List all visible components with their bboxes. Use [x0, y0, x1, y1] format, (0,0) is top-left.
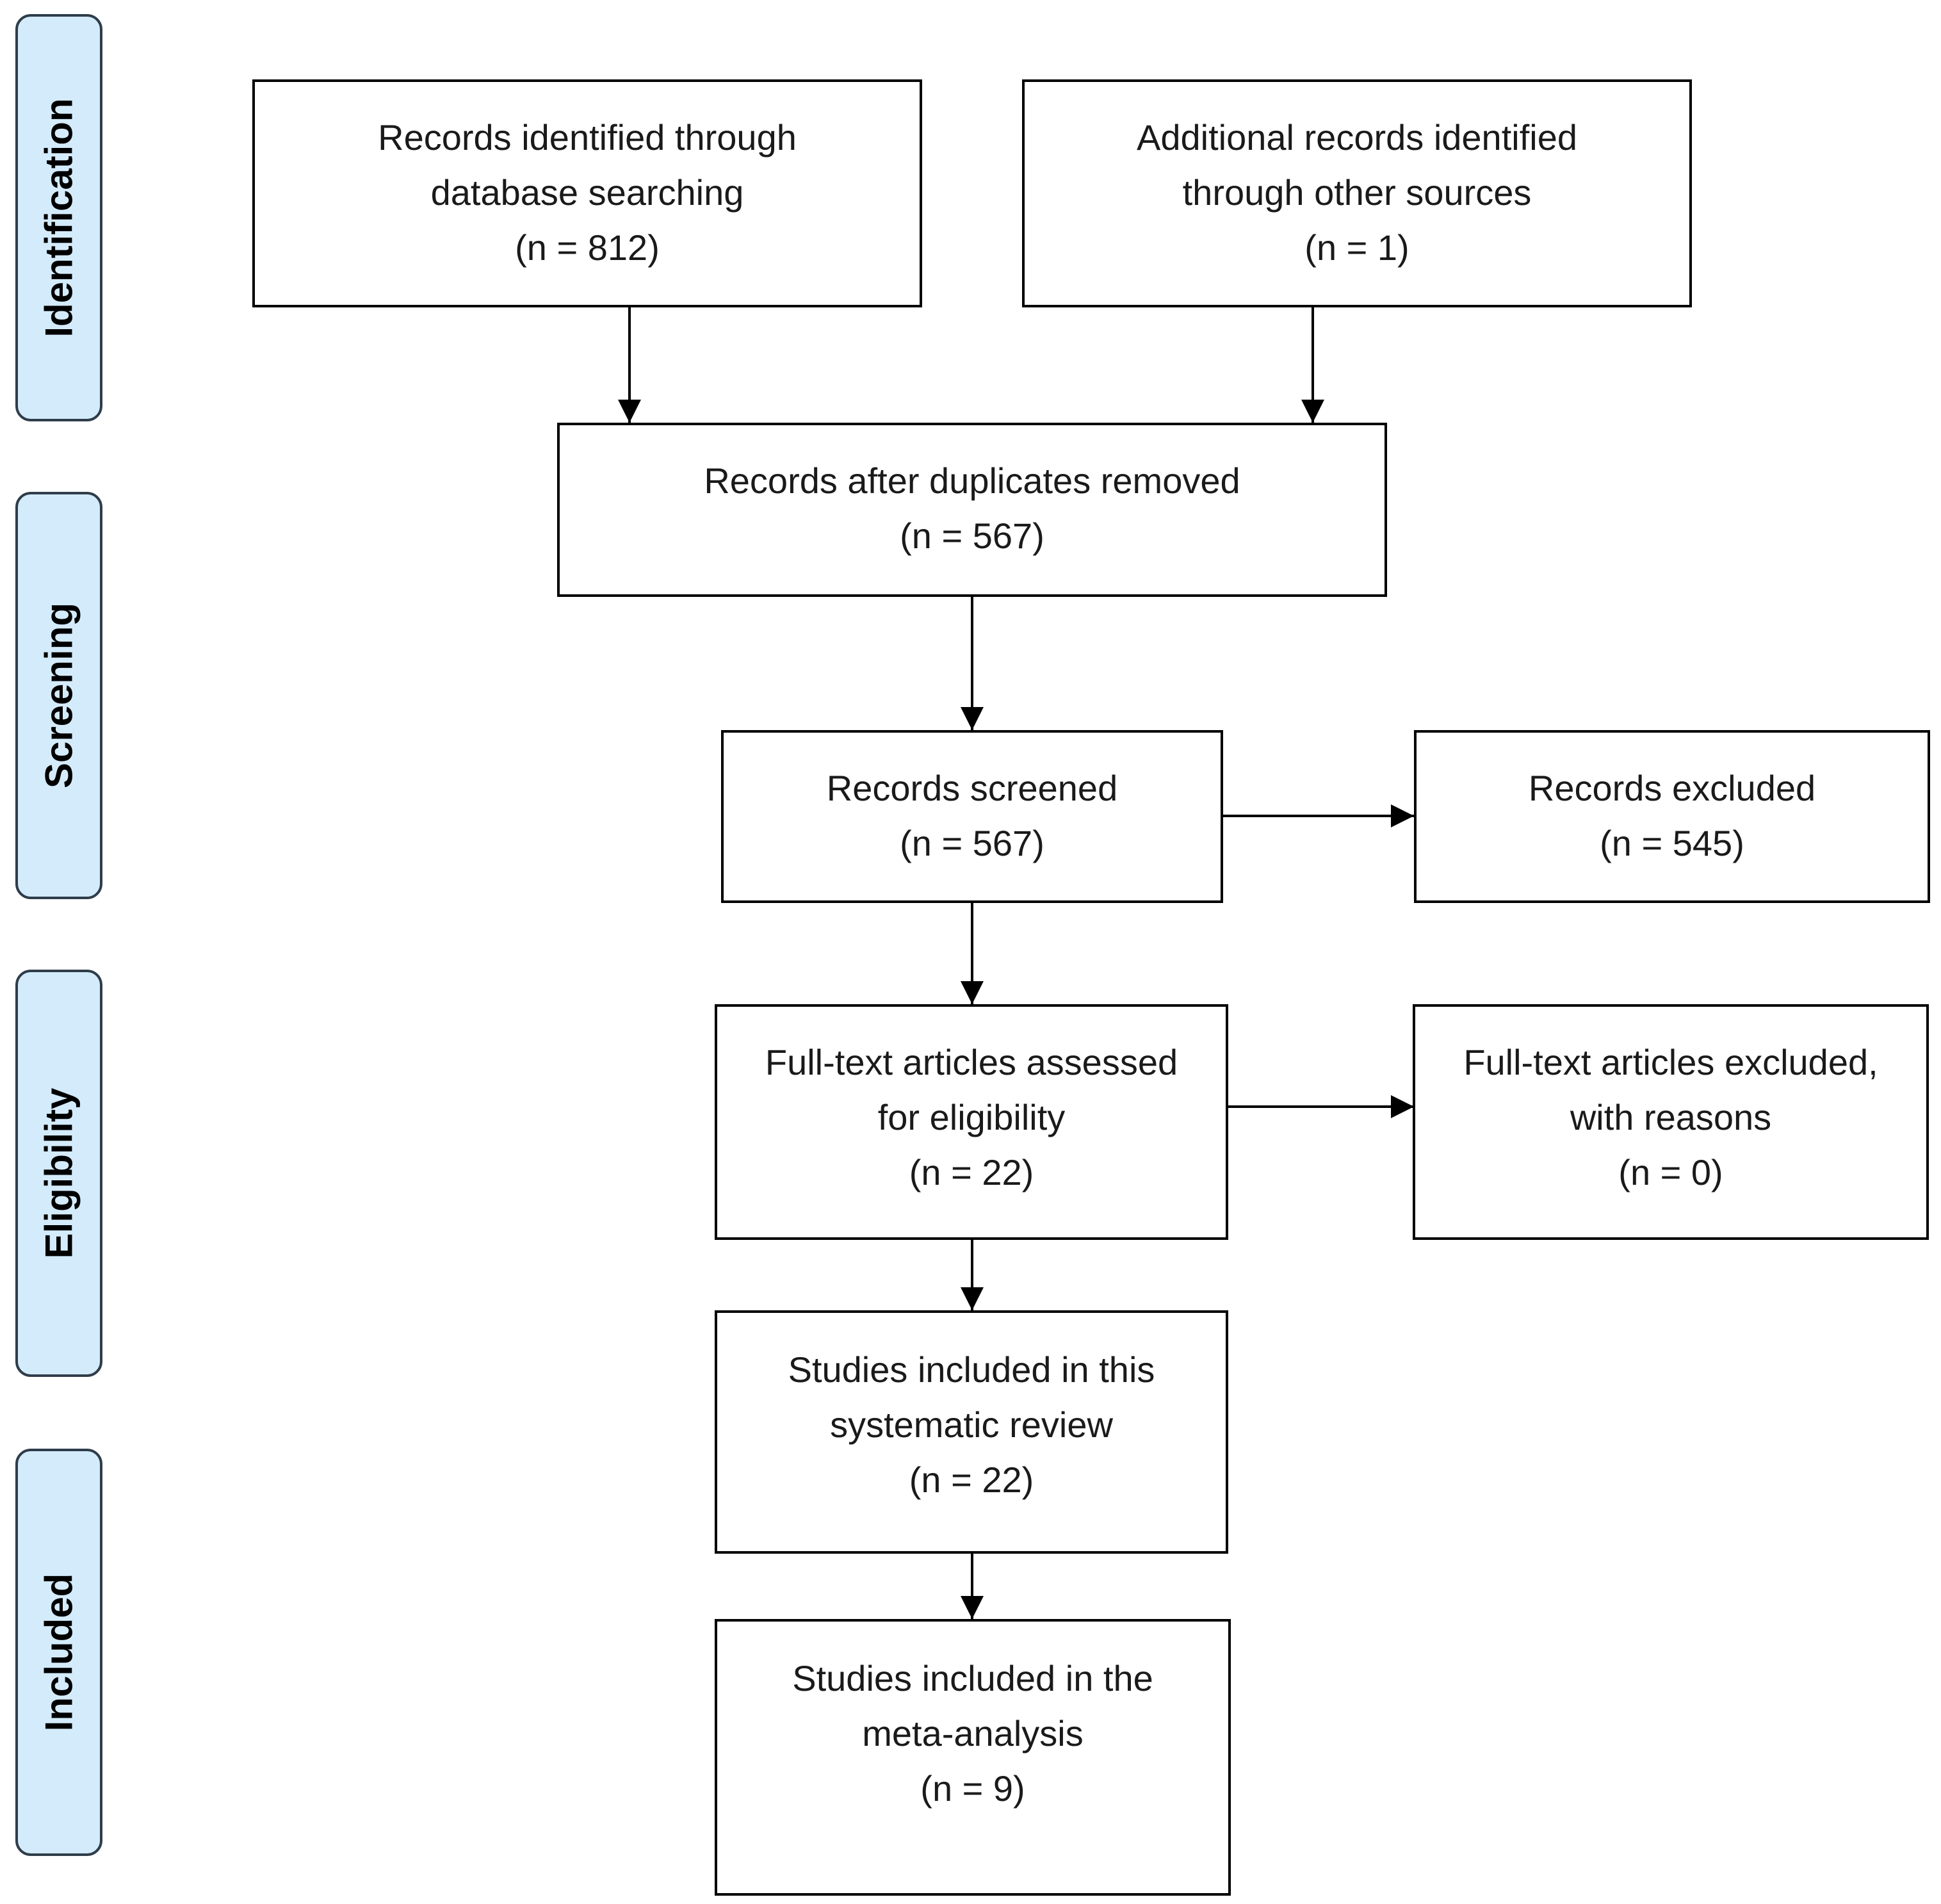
box-count: (n = 567) [900, 516, 1044, 556]
phase-screening: Screening [15, 492, 102, 899]
box-count: (n = 812) [515, 227, 660, 268]
arrowhead-db-to-dedup [618, 400, 641, 423]
box-text-line2: with reasons [1570, 1097, 1772, 1137]
box-records-excluded: Records excluded (n = 545) [1414, 730, 1930, 903]
box-fulltext-excluded: Full-text articles excluded, with reason… [1413, 1004, 1929, 1240]
box-count: (n = 1) [1304, 227, 1409, 268]
box-count: (n = 22) [909, 1152, 1034, 1192]
box-count: (n = 545) [1600, 823, 1744, 863]
box-text-line1: Records screened [826, 768, 1118, 808]
box-count: (n = 0) [1618, 1152, 1723, 1192]
box-text-line1: Records excluded [1528, 768, 1816, 808]
box-text-line2: through other sources [1182, 172, 1532, 213]
phase-included: Included [15, 1449, 102, 1856]
box-other-sources: Additional records identified through ot… [1022, 79, 1692, 307]
box-fulltext-assessed: Full-text articles assessed for eligibil… [715, 1004, 1228, 1240]
box-duplicates-removed: Records after duplicates removed (n = 56… [557, 423, 1387, 597]
box-text-line2: database searching [430, 172, 744, 213]
box-systematic-review: Studies included in this systematic revi… [715, 1310, 1228, 1554]
box-text-line1: Full-text articles excluded, [1463, 1042, 1878, 1082]
arrowhead-screened-to-excluded [1391, 804, 1414, 827]
box-text-line2: for eligibility [877, 1097, 1066, 1137]
phase-identification: Identification [15, 14, 102, 421]
box-count: (n = 22) [909, 1460, 1034, 1500]
box-count: (n = 567) [900, 823, 1044, 863]
arrowhead-screened-to-fulltext [961, 981, 984, 1004]
box-records-screened: Records screened (n = 567) [721, 730, 1223, 903]
box-text-line2: meta-analysis [862, 1713, 1084, 1753]
arrowhead-dedup-to-screened [961, 707, 984, 730]
box-database-searching: Records identified through database sear… [252, 79, 922, 307]
box-text-line1: Additional records identified [1137, 117, 1577, 158]
phase-eligibility: Eligibility [15, 970, 102, 1377]
box-count: (n = 9) [920, 1768, 1025, 1809]
arrowhead-fulltext-to-excluded [1391, 1095, 1414, 1118]
box-text-line1: Records after duplicates removed [704, 460, 1240, 501]
box-text-line2: systematic review [830, 1404, 1113, 1445]
box-text-line1: Records identified through [378, 117, 797, 158]
arrowhead-review-to-meta [961, 1596, 984, 1619]
box-text-line1: Studies included in the [792, 1658, 1153, 1698]
arrowhead-other-to-dedup [1301, 400, 1324, 423]
box-meta-analysis: Studies included in the meta-analysis (n… [715, 1619, 1231, 1896]
box-text-line1: Full-text articles assessed [765, 1042, 1178, 1082]
arrowhead-fulltext-to-review [961, 1287, 984, 1310]
box-text-line1: Studies included in this [788, 1349, 1155, 1390]
